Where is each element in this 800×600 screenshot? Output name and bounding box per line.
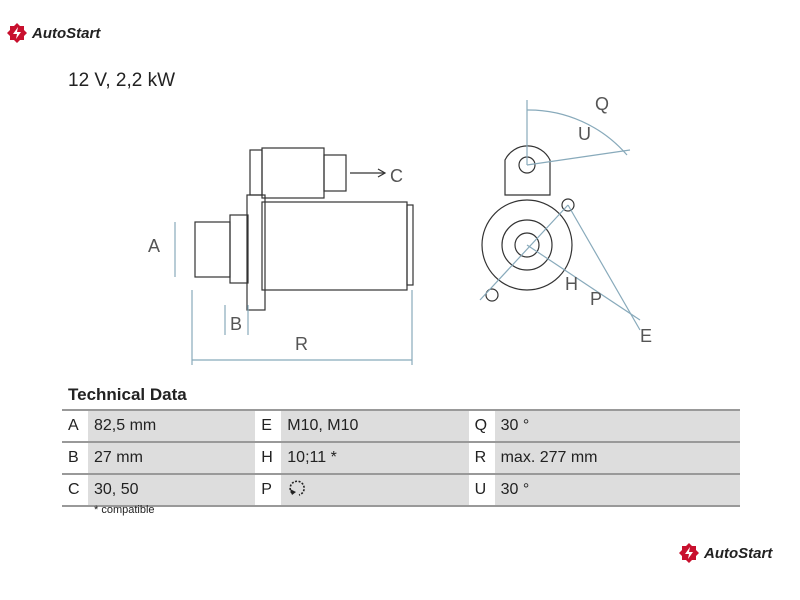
logo-text: AutoStart [704,544,773,562]
technical-data-heading: Technical Data [68,385,187,404]
gear-bolt-icon [679,543,699,563]
key: U [468,473,495,507]
value: M10, M10 [281,409,469,443]
value: 30 ° [494,473,740,507]
dim-r-label: R [295,334,308,354]
value: 82,5 mm [88,409,256,443]
dim-p-label: P [590,289,602,309]
dim-q-label: Q [595,94,609,114]
rotation-direction-icon [289,480,306,496]
front-view [479,100,641,331]
key: Q [468,409,495,443]
footnote: * compatible [94,504,155,516]
gear-bolt-icon [7,23,27,43]
value: 30 ° [494,409,740,443]
key: H [255,441,282,475]
autostart-logo: AutoStart [6,22,100,44]
dim-a-label: A [148,236,160,256]
dim-h-label: H [565,274,578,294]
value: 30, 50 [88,473,256,507]
logo-text: AutoStart [32,24,101,42]
technical-drawing: A B R C Q U H P E [148,94,652,365]
key: A [62,409,88,443]
value: max. 277 mm [494,441,740,475]
key: C [62,473,88,507]
dim-b-label: B [230,314,242,334]
autostart-logo-footer: AutoStart [678,542,772,564]
value: 10;11 * [281,441,469,475]
value [281,473,469,507]
key: E [255,409,282,443]
product-title: 12 V, 2,2 kW [68,70,176,91]
key: B [62,441,88,475]
dim-u-label: U [578,124,591,144]
key: R [468,441,495,475]
value: 27 mm [88,441,256,475]
key: P [255,473,282,507]
side-view [174,147,414,365]
dim-e-label: E [640,326,652,346]
dim-c-label: C [390,166,403,186]
